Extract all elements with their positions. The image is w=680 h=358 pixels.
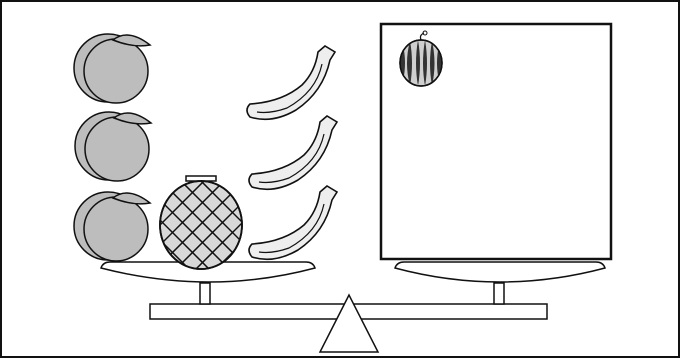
orange-icon: [75, 112, 151, 181]
orange-icon: [74, 192, 150, 261]
right-pan-post: [494, 283, 504, 304]
orange-icon: [74, 34, 150, 103]
left-pan-post: [200, 283, 210, 304]
